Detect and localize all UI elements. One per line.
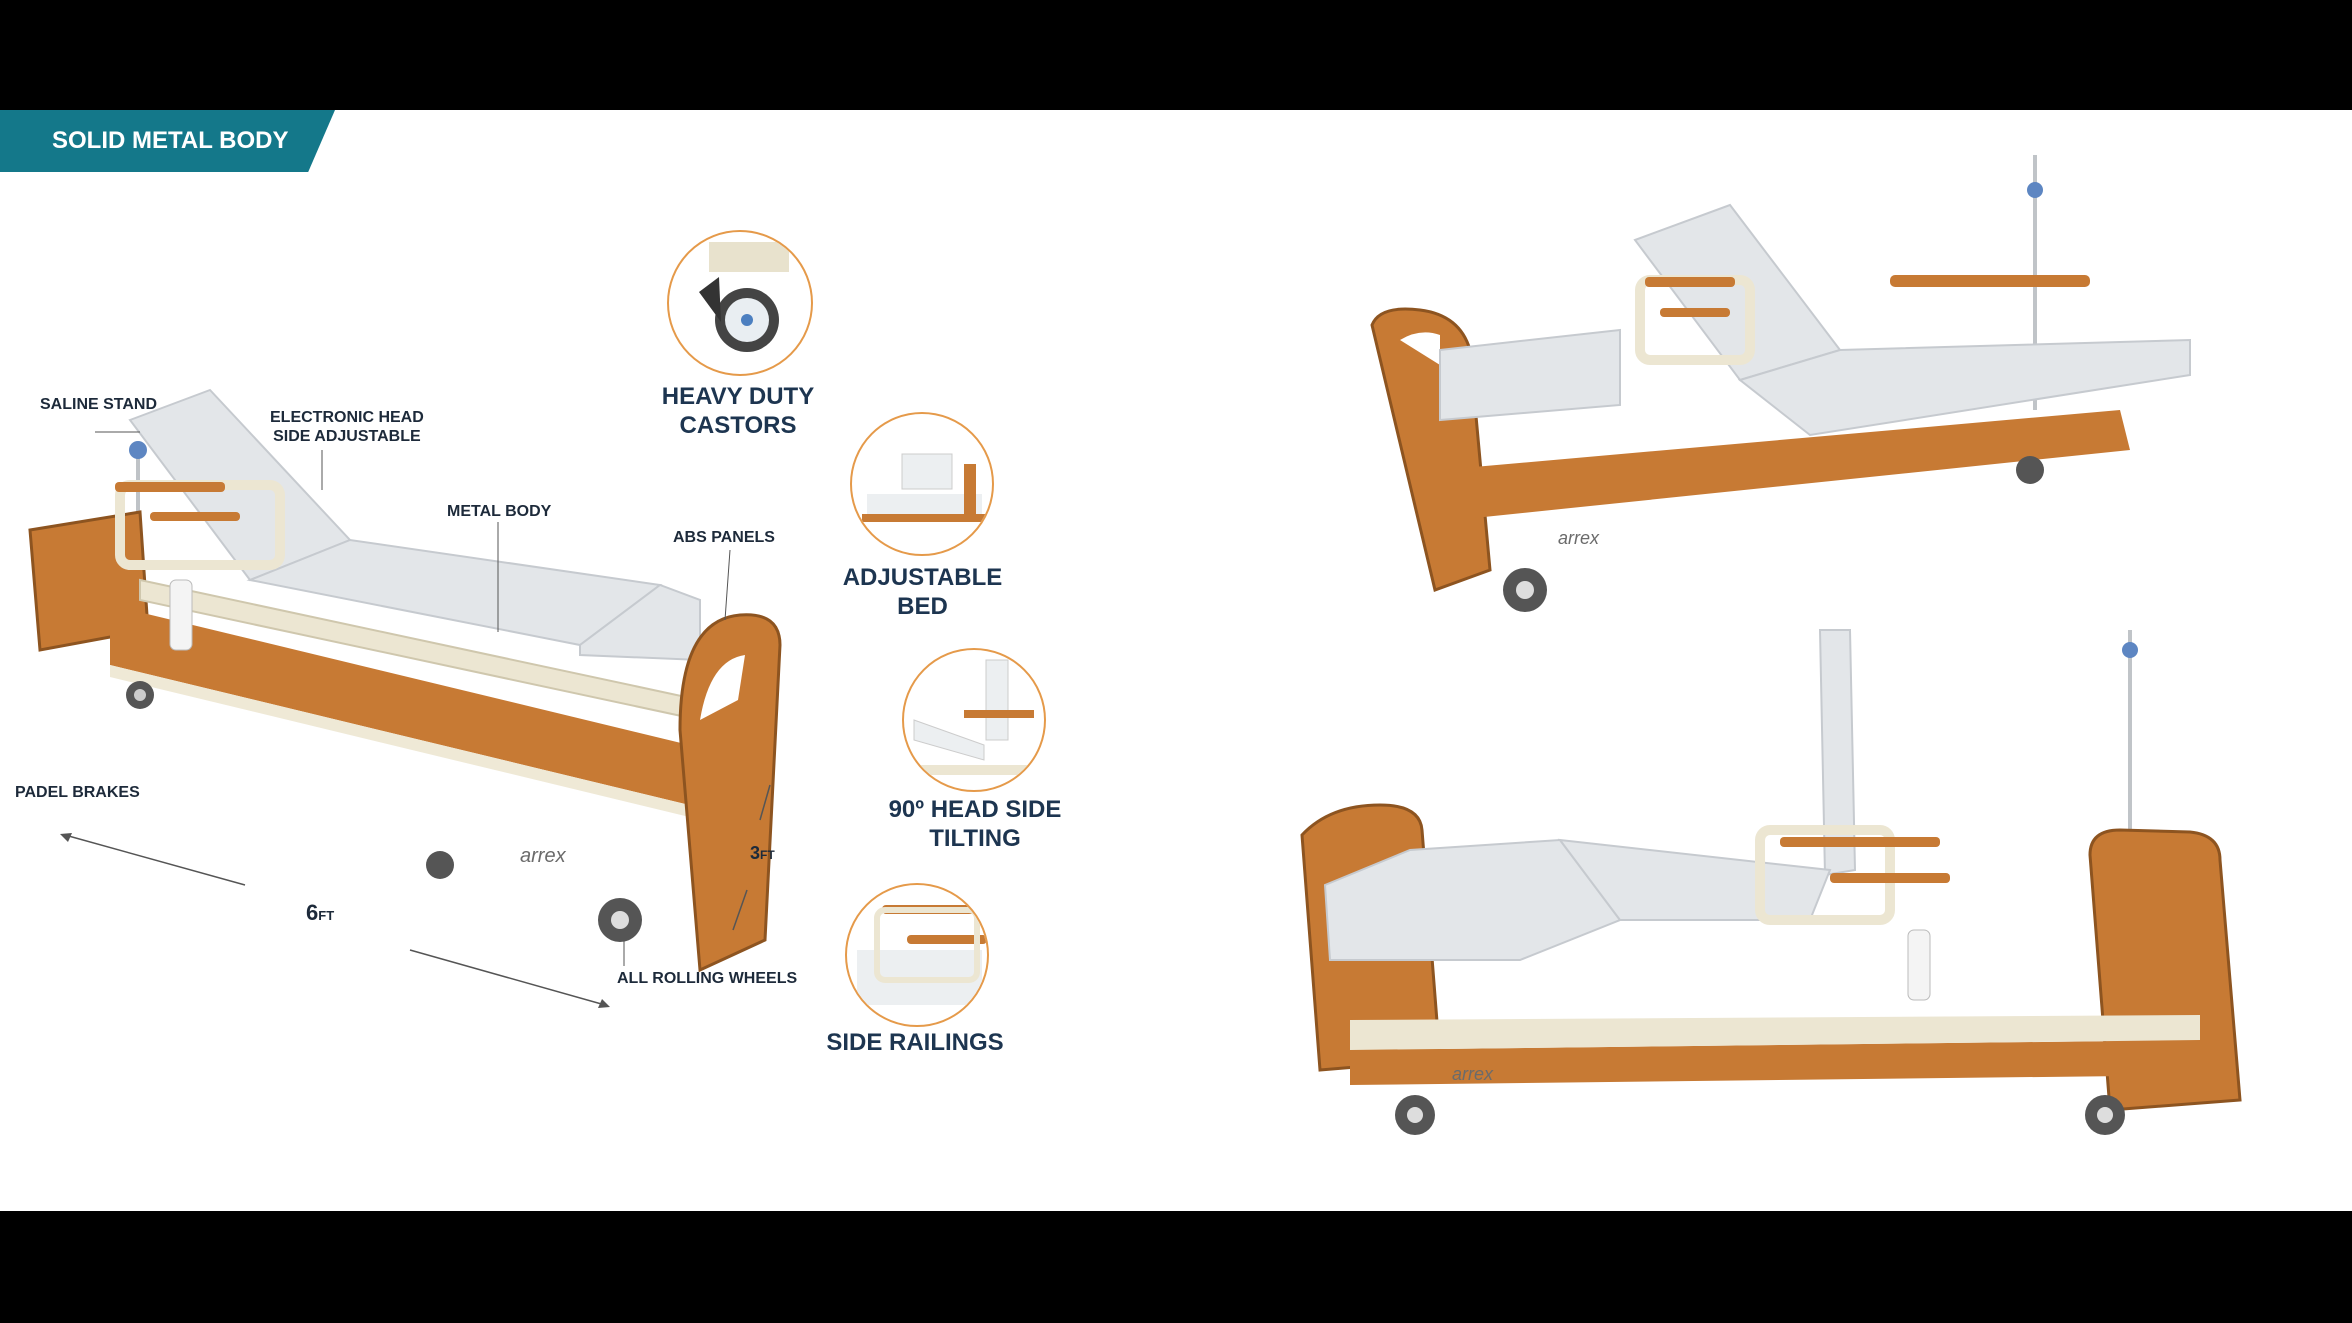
dimension-arrow-length xyxy=(60,833,610,1008)
feature-heavy-duty-castors: HEAVY DUTY CASTORS xyxy=(661,383,815,439)
callout-metal-body: METAL BODY xyxy=(447,503,552,520)
callout-line-metal xyxy=(497,522,499,632)
bed-view-chair-mode xyxy=(1300,629,2242,1135)
banner-title: SOLID METAL BODY xyxy=(52,127,289,154)
feature-castor-thumbnail xyxy=(667,230,813,376)
callout-line-saline xyxy=(95,431,140,433)
brand-logo-top-view: arrex xyxy=(1558,528,1600,548)
callout-line-abs xyxy=(724,549,731,621)
feature-90-head-tilting: 90º HEAD SIDE TILTING xyxy=(888,796,1062,852)
feature-side-railings-thumbnail xyxy=(845,883,989,1027)
side-railings-icon xyxy=(857,905,987,1005)
callout-all-rolling-wheels: ALL ROLLING WHEELS xyxy=(617,970,798,987)
dimension-arrow-width xyxy=(732,784,771,931)
castor-icon xyxy=(699,242,789,352)
callout-saline-stand: SALINE STAND xyxy=(40,396,158,413)
adjustable-bed-icon xyxy=(862,453,987,522)
dimension-length: 6FT xyxy=(306,900,335,925)
feature-adjustable-bed: ADJUSTABLE BED xyxy=(842,564,1003,620)
callout-line-head xyxy=(321,450,323,490)
section-banner: SOLID METAL BODY xyxy=(0,110,335,172)
brand-logo: arrex xyxy=(520,845,566,868)
bed-view-reclined xyxy=(1370,155,2191,612)
callout-electronic-head: ELECTRONIC HEAD SIDE ADJUSTABLE xyxy=(270,409,424,445)
feature-side-railings: SIDE RAILINGS xyxy=(826,1029,1004,1056)
feature-adjustable-bed-thumbnail xyxy=(850,412,994,556)
brand-logo-chair-view: arrex xyxy=(1452,1064,1494,1084)
main-bed-illustration xyxy=(28,388,782,973)
callout-padel-brakes: PADEL BRAKES xyxy=(15,784,140,801)
feature-head-tilt-thumbnail xyxy=(902,648,1046,792)
callout-line-wheels xyxy=(623,930,625,966)
callout-abs-panels: ABS PANELS xyxy=(673,529,775,546)
dimension-width: 3FT xyxy=(750,843,775,863)
brand-logo-text: arrex xyxy=(520,845,566,867)
product-canvas: SOLID METAL BODY arrex xyxy=(0,110,2352,1211)
head-tilt-icon xyxy=(904,659,1044,775)
